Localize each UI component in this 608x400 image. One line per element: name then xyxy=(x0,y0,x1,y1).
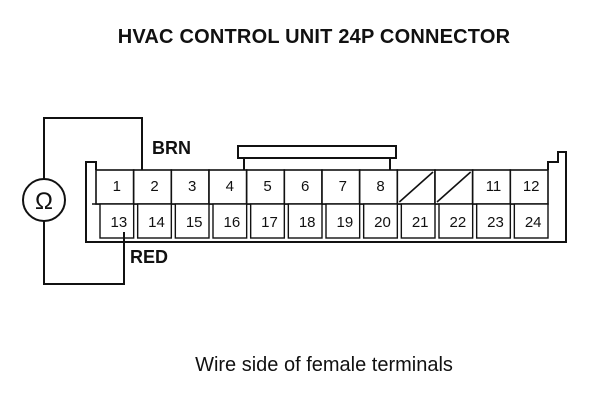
terminal-14: 14 xyxy=(136,203,173,239)
terminal-number: 2 xyxy=(150,178,158,195)
terminal-number: 4 xyxy=(226,178,234,195)
terminal-23: 23 xyxy=(475,203,512,239)
terminal-number: 21 xyxy=(412,214,429,231)
terminal-number: 20 xyxy=(374,214,391,231)
terminal-number: 1 xyxy=(113,178,121,195)
terminal-22: 22 xyxy=(438,203,474,239)
terminal-number: 15 xyxy=(186,214,203,231)
blank-cavity xyxy=(396,169,436,205)
terminal-7: 7 xyxy=(321,169,361,205)
terminal-number: 8 xyxy=(376,178,384,195)
ohm-symbol: Ω xyxy=(35,188,53,215)
terminal-number: 11 xyxy=(486,178,502,195)
terminal-number: 7 xyxy=(339,178,347,195)
terminal-5: 5 xyxy=(245,169,286,205)
terminal-number: 18 xyxy=(299,214,316,231)
terminal-number: 14 xyxy=(148,214,165,231)
red-wire-label: RED xyxy=(130,247,168,267)
terminal-6: 6 xyxy=(283,169,323,205)
ohmmeter-body xyxy=(22,178,66,222)
brn-wire-label: BRN xyxy=(152,138,191,158)
test-leads xyxy=(43,117,143,285)
terminal-number: 17 xyxy=(261,214,278,231)
bottom-terminal-row: 13 14 15 16 17 18 19 20 21 22 23 24 xyxy=(99,203,549,239)
terminal-3: 3 xyxy=(170,169,210,205)
terminal-number: 6 xyxy=(301,178,309,195)
terminal-number: 12 xyxy=(523,178,540,195)
terminal-number: 24 xyxy=(525,214,542,231)
ohmmeter: Ω xyxy=(22,178,66,222)
terminal-21: 21 xyxy=(400,203,436,239)
terminal-15: 15 xyxy=(174,203,210,239)
terminal-number: 23 xyxy=(487,214,504,231)
terminal-11: 11 xyxy=(471,169,512,205)
terminal-20: 20 xyxy=(362,203,399,239)
terminal-number: 3 xyxy=(188,178,196,195)
diagram-title: HVAC CONTROL UNIT 24P CONNECTOR xyxy=(117,26,511,48)
terminal-2: 2 xyxy=(132,169,173,205)
terminal-17: 17 xyxy=(249,203,286,239)
terminal-8: 8 xyxy=(358,169,399,205)
terminal-18: 18 xyxy=(287,203,323,239)
terminal-24: 24 xyxy=(513,203,549,239)
diagram-caption: Wire side of female terminals xyxy=(195,354,453,376)
terminal-1: 1 xyxy=(95,169,135,205)
terminal-16: 16 xyxy=(212,203,248,239)
terminal-number: 19 xyxy=(336,214,353,231)
terminal-12: 12 xyxy=(509,169,549,205)
terminal-4: 4 xyxy=(208,169,248,205)
terminal-number: 16 xyxy=(223,214,240,231)
locking-tab xyxy=(237,145,397,170)
terminal-number: 22 xyxy=(449,214,466,231)
terminal-19: 19 xyxy=(325,203,361,239)
terminal-13: 13 xyxy=(99,203,135,239)
terminal-number: 5 xyxy=(263,178,271,195)
blank-cavity xyxy=(434,169,474,205)
terminal-number: 13 xyxy=(110,214,127,231)
